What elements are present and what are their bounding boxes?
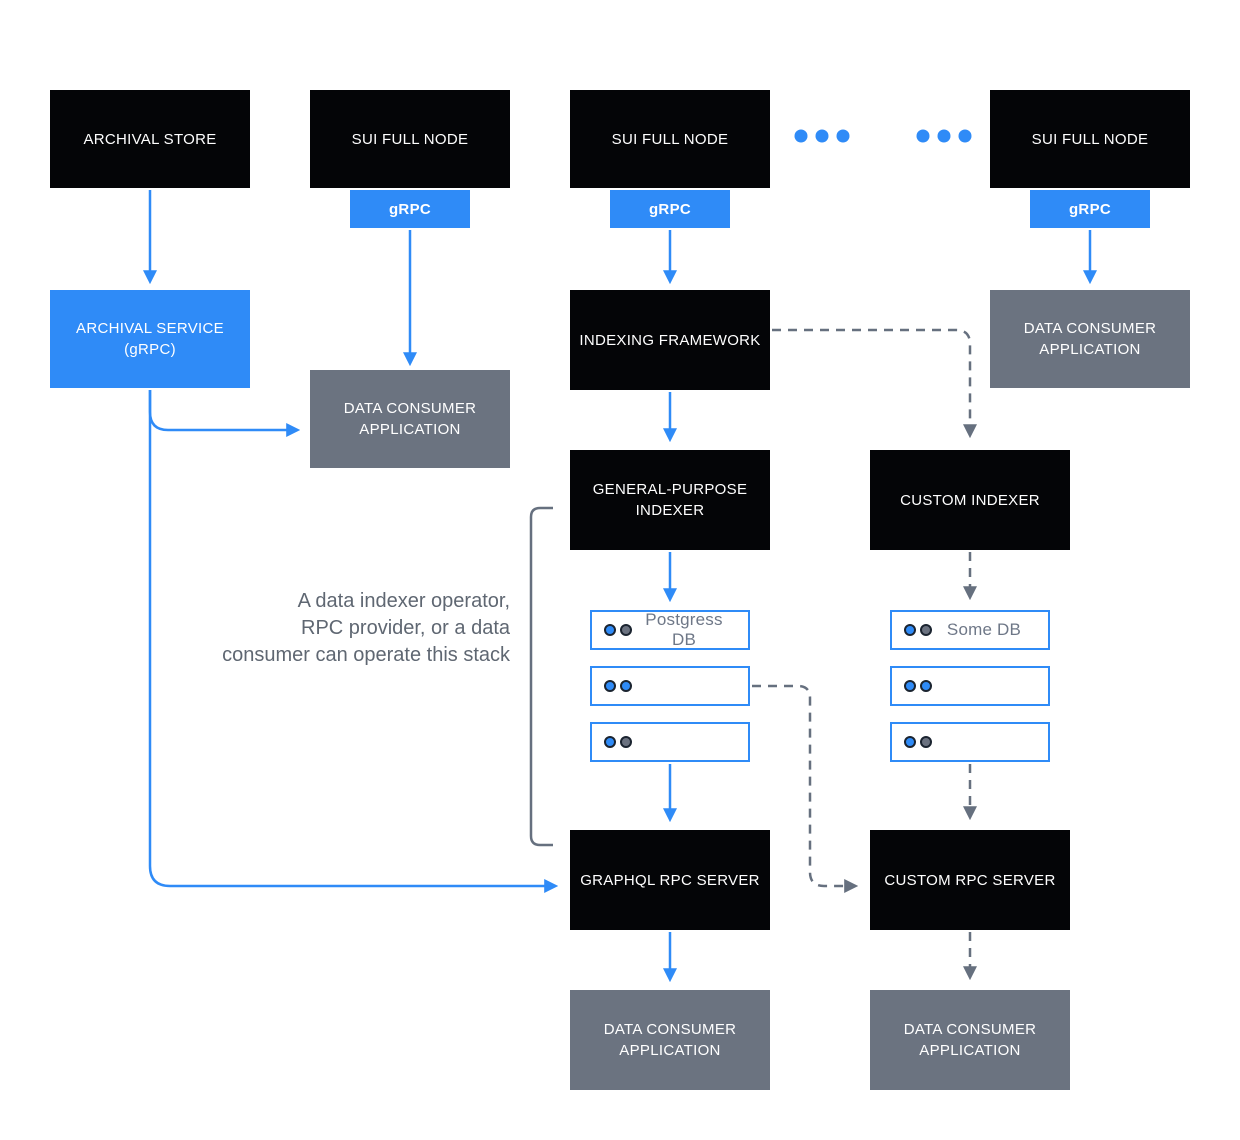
node-data-consumer-bottom-middle[interactable]: DATA CONSUMER APPLICATION [570, 990, 770, 1090]
node-custom-indexer[interactable]: CUSTOM INDEXER [870, 450, 1070, 550]
db-row-postgress[interactable]: Postgress DB [590, 610, 750, 650]
grpc-badge-right[interactable]: gRPC [1030, 190, 1150, 228]
status-dot-icon [920, 624, 932, 636]
node-indexing-framework[interactable]: INDEXING FRAMEWORK [570, 290, 770, 390]
ellipsis-icon-right [916, 129, 972, 143]
node-archival-service[interactable]: ARCHIVAL SERVICE (gRPC) [50, 290, 250, 388]
node-archival-store[interactable]: ARCHIVAL STORE [50, 90, 250, 188]
db-row-custom-3[interactable] [890, 722, 1050, 762]
dashed-arrow-indexing-framework-to-custom-indexer [772, 328, 977, 439]
status-dot-icon [620, 624, 632, 636]
status-dot-icon [920, 680, 932, 692]
status-dot-icon [904, 680, 916, 692]
db-row-general-2[interactable] [590, 666, 750, 706]
db-status-dots [604, 736, 632, 748]
status-dot-icon [904, 624, 916, 636]
node-general-purpose-indexer[interactable]: GENERAL-PURPOSE INDEXER [570, 450, 770, 550]
db-row-custom-2[interactable] [890, 666, 1050, 706]
status-dot-icon [604, 736, 616, 748]
node-data-consumer-bottom-right[interactable]: DATA CONSUMER APPLICATION [870, 990, 1070, 1090]
grpc-badge-middle[interactable]: gRPC [610, 190, 730, 228]
arrow-archival-service-to-data-consumer [148, 390, 301, 437]
status-dot-icon [604, 624, 616, 636]
stack-annotation: A data indexer operator, RPC provider, o… [222, 590, 510, 666]
db-row-label: Some DB [946, 620, 1022, 639]
status-dot-icon [620, 736, 632, 748]
db-row-label: Postgress DB [645, 610, 723, 649]
status-dot-icon [904, 736, 916, 748]
stack-bracket [529, 506, 553, 847]
status-dot-icon [920, 736, 932, 748]
db-row-some-db[interactable]: Some DB [890, 610, 1050, 650]
node-data-consumer-left[interactable]: DATA CONSUMER APPLICATION [310, 370, 510, 468]
db-status-dots [604, 680, 632, 692]
node-graphql-rpc-server[interactable]: GRAPHQL RPC SERVER [570, 830, 770, 930]
db-status-dots [604, 624, 632, 636]
node-custom-rpc-server[interactable]: CUSTOM RPC SERVER [870, 830, 1070, 930]
db-row-general-3[interactable] [590, 722, 750, 762]
node-sui-full-node-middle[interactable]: SUI FULL NODE [570, 90, 770, 188]
node-sui-full-node-right[interactable]: SUI FULL NODE [990, 90, 1190, 188]
db-status-dots [904, 680, 932, 692]
db-status-dots [904, 624, 932, 636]
grpc-badge-left[interactable]: gRPC [350, 190, 470, 228]
node-data-consumer-top-right[interactable]: DATA CONSUMER APPLICATION [990, 290, 1190, 388]
node-sui-full-node-left[interactable]: SUI FULL NODE [310, 90, 510, 188]
status-dot-icon [620, 680, 632, 692]
db-status-dots [904, 736, 932, 748]
status-dot-icon [604, 680, 616, 692]
ellipsis-icon-left [794, 129, 850, 143]
